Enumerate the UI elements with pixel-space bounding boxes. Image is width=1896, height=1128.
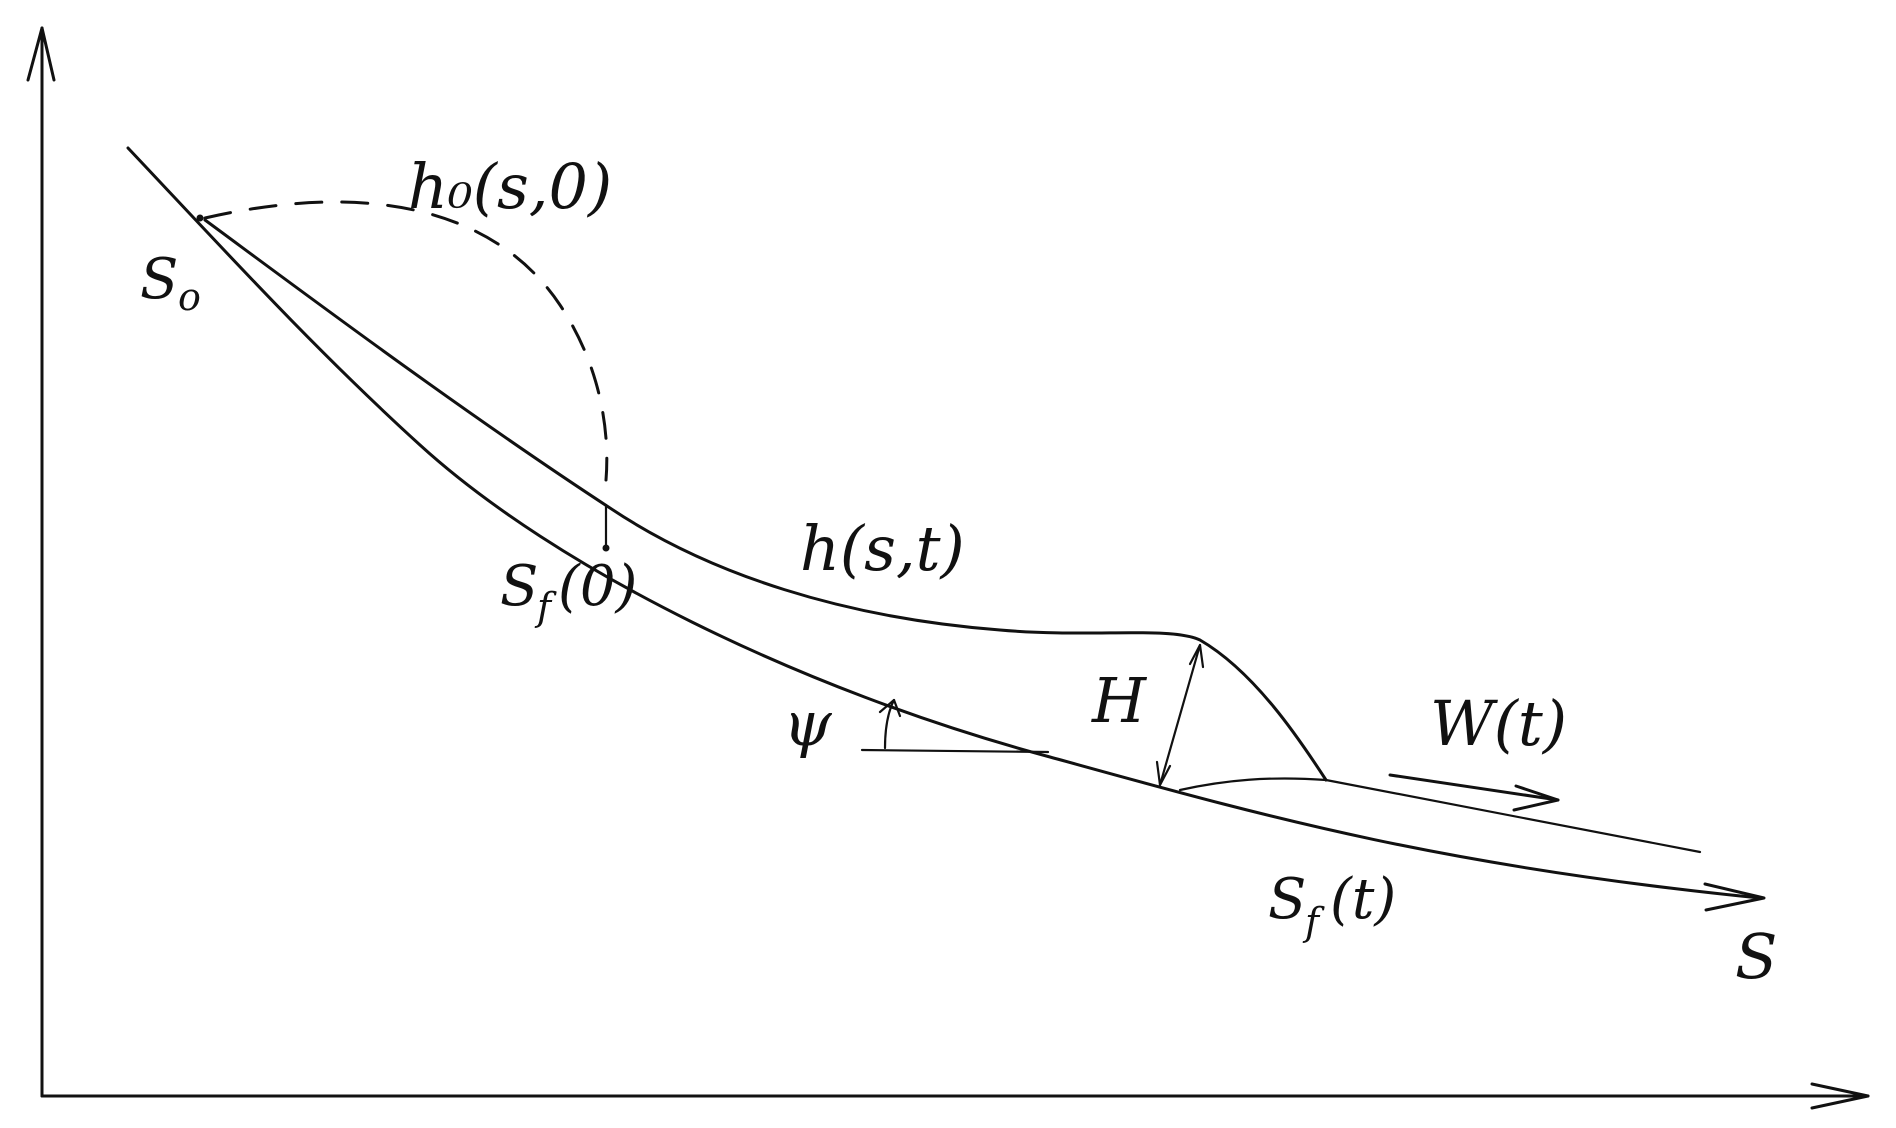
height-label: H — [1091, 664, 1148, 737]
angle-label: ψ — [783, 687, 833, 760]
bed-curve — [126, 146, 1762, 900]
current-front-label-main: S — [1268, 867, 1306, 932]
initial-front-label-arg: (0) — [558, 554, 637, 619]
velocity-arrowhead — [1512, 784, 1560, 812]
current-profile-curve — [203, 218, 1328, 782]
height-arrow-top-head — [1188, 643, 1205, 669]
current-profile-label: h(s,t) — [800, 512, 965, 585]
current-front-label-sub: f — [1302, 900, 1325, 944]
front-tip-curve — [1178, 777, 1328, 792]
height-arrow-line — [1158, 643, 1202, 787]
initial-profile-curve — [203, 200, 609, 482]
horizontal-axis-arrowhead — [1810, 1082, 1870, 1110]
initial-front-point — [602, 544, 610, 552]
initial-profile-label: h₀(s,0) — [408, 150, 612, 223]
current-front-label-arg: (t) — [1330, 867, 1396, 932]
start-point-label-main: S — [140, 247, 178, 312]
vertical-axis-arrowhead — [26, 26, 56, 82]
start-point-label-sub: o — [178, 275, 201, 319]
initial-front-label: S f (0) — [500, 554, 637, 629]
start-point-label: S o — [140, 247, 201, 319]
start-point-dot — [196, 214, 204, 222]
angle-arc — [883, 698, 896, 750]
velocity-arrow-line — [1388, 773, 1560, 802]
angle-arc-arrowhead — [878, 698, 902, 718]
horizontal-reference-line — [860, 748, 1050, 754]
current-front-label: S f (t) — [1268, 867, 1396, 944]
initial-front-label-main: S — [500, 554, 538, 619]
axis-s-label: S — [1735, 920, 1777, 993]
bed-curve-arrowhead — [1703, 882, 1766, 912]
velocity-label: W(t) — [1430, 687, 1567, 760]
precursor-film-curve — [1324, 778, 1702, 854]
height-arrow-bottom-head — [1155, 760, 1172, 787]
initial-front-label-sub: f — [534, 585, 557, 629]
